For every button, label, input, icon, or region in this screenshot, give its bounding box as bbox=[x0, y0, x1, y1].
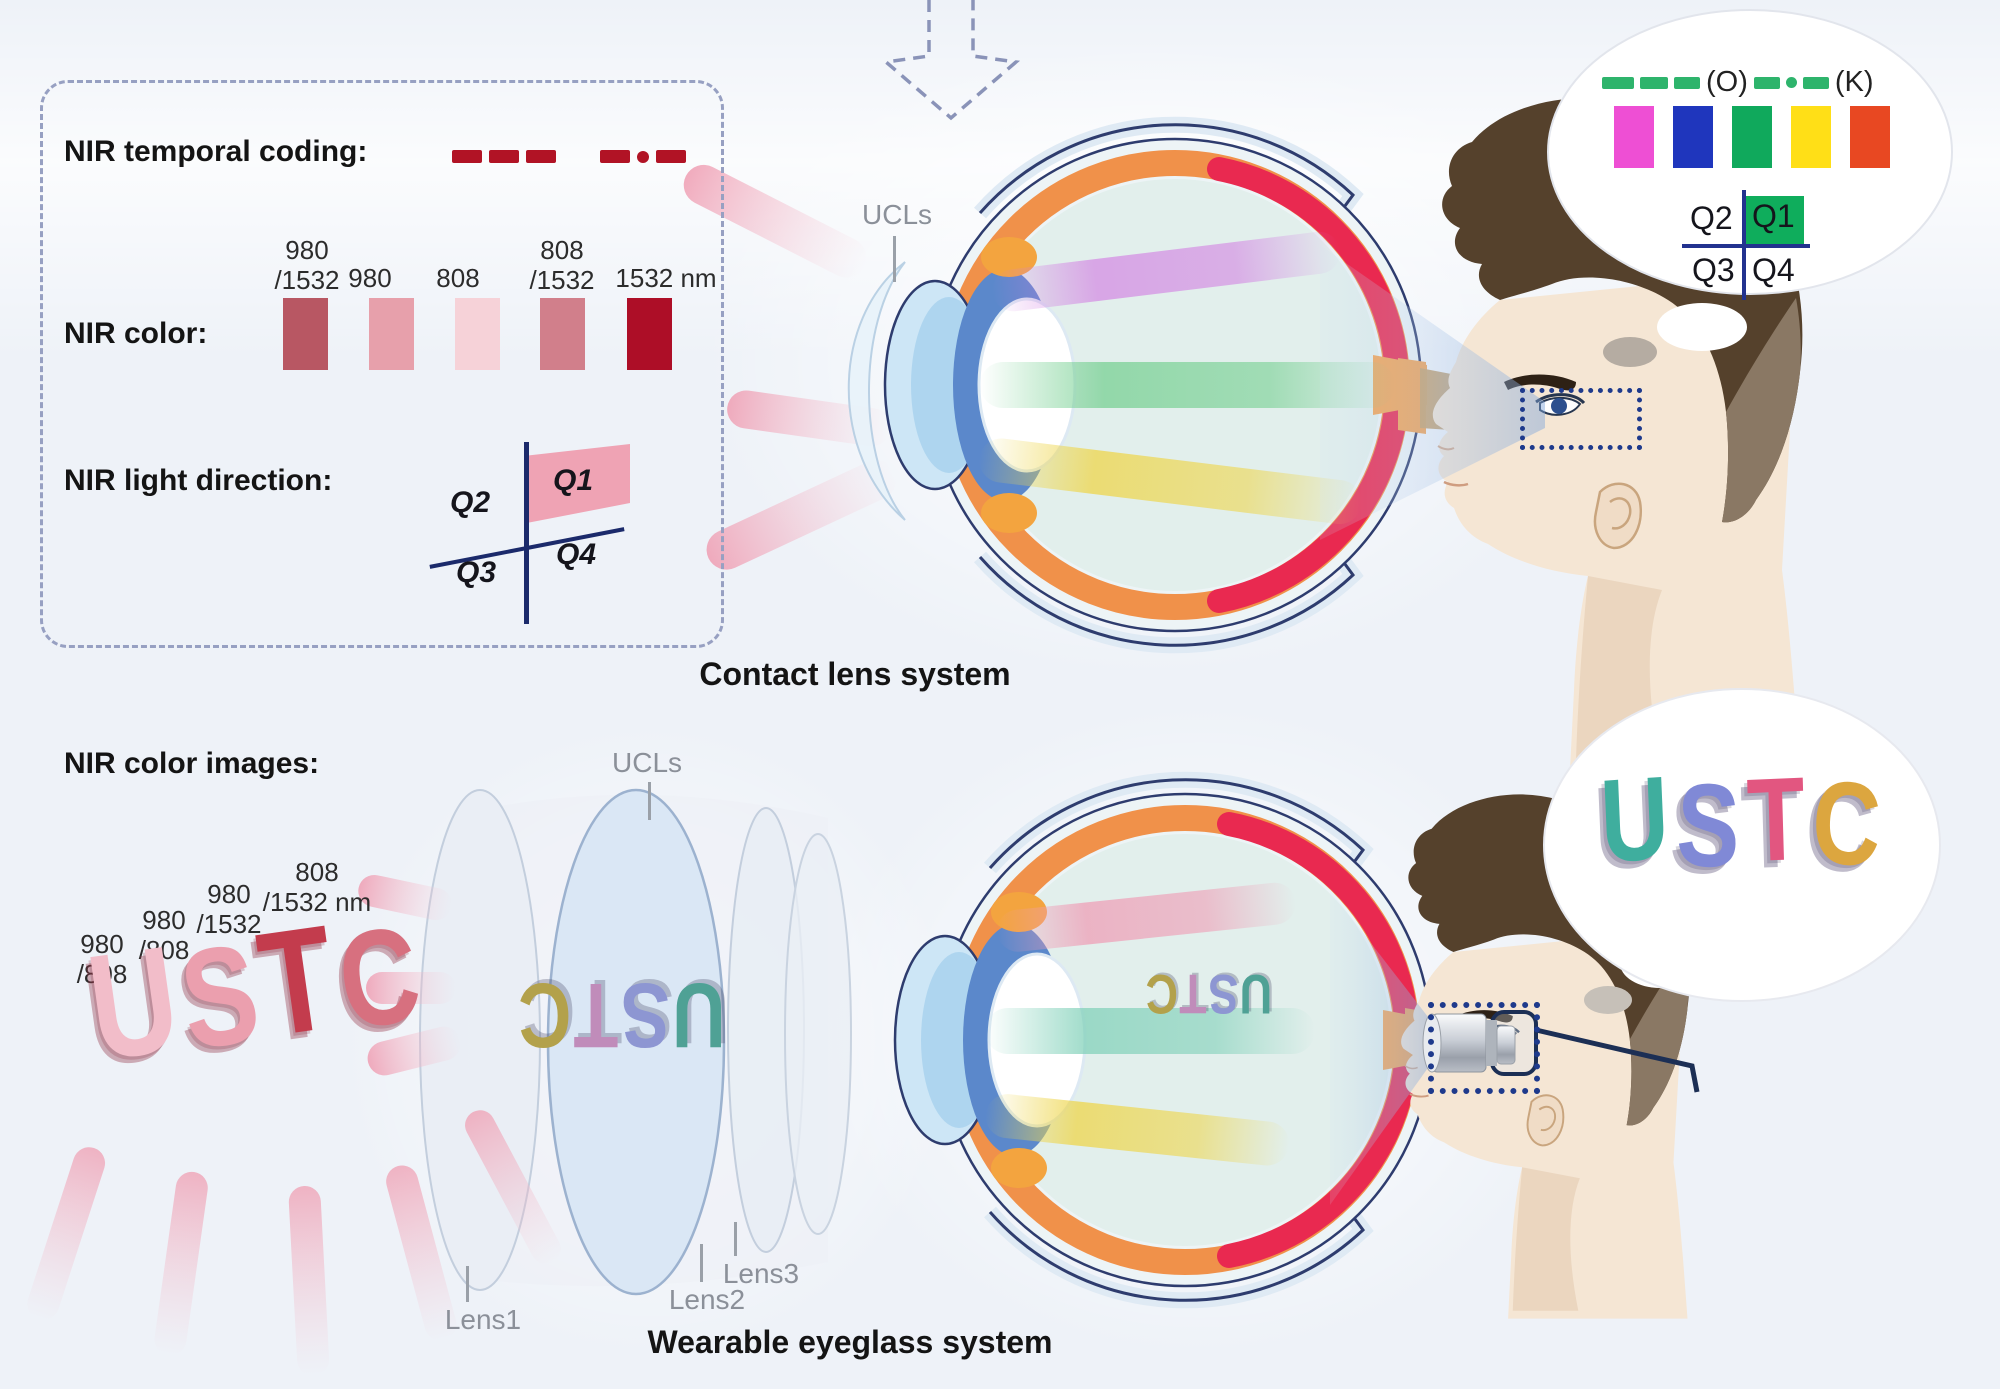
retina-image-ustc: U S T C bbox=[1145, 963, 1272, 1026]
perceived-swatch bbox=[1673, 106, 1713, 168]
lens1-pointer bbox=[466, 1266, 469, 1302]
eyeglass-lens-stack bbox=[419, 788, 852, 1296]
green-dash-icon bbox=[1674, 76, 1700, 89]
eyeglasses bbox=[1422, 1010, 1700, 1093]
wavelength-label: 980/808 bbox=[76, 929, 128, 989]
eyeglass-system-caption: Wearable eyeglass system bbox=[647, 1324, 1053, 1360]
quadrant-diagram: Q2 Q1 Q3 Q4 bbox=[420, 428, 635, 633]
vision-cone-bottom bbox=[1330, 890, 1435, 1205]
swatch-label: 808/1532 bbox=[529, 235, 595, 295]
ucls-pointer-top bbox=[893, 236, 896, 282]
green-dash-icon bbox=[1602, 76, 1634, 89]
green-dash-icon bbox=[1640, 76, 1668, 89]
lens3-label: Lens3 bbox=[722, 1258, 800, 1289]
lens3-pointer bbox=[734, 1222, 737, 1256]
lens1-label: Lens1 bbox=[444, 1304, 522, 1335]
green-dash-icon bbox=[1802, 76, 1829, 89]
grid-label-q2: Q2 bbox=[1690, 200, 1733, 236]
dash-icon bbox=[600, 150, 630, 163]
quadrant-axis-vertical bbox=[524, 442, 529, 624]
perceived-quadrant-grid: Q2 Q1 Q3 Q4 bbox=[1678, 190, 1814, 302]
perceived-swatch bbox=[1791, 106, 1831, 168]
nir-color-swatch bbox=[540, 298, 585, 370]
grid-label-q3: Q3 bbox=[1692, 252, 1735, 288]
device-focus-box-bottom bbox=[1428, 1002, 1540, 1094]
swatch-label: 1532 nm bbox=[615, 263, 717, 293]
lens2-label: Lens2 bbox=[668, 1284, 746, 1315]
dash-icon bbox=[452, 150, 482, 163]
nir-color-swatch bbox=[455, 298, 500, 370]
nir-color-swatch bbox=[283, 298, 328, 370]
green-dash-icon bbox=[1753, 76, 1780, 89]
swatch-label: 808 bbox=[436, 263, 480, 293]
perceived-color-swatches bbox=[1614, 106, 1890, 168]
ucls-lens bbox=[546, 788, 726, 1296]
quadrant-label-q4: Q4 bbox=[556, 538, 597, 571]
nir-source-rays bbox=[27, 874, 561, 1376]
quadrant-label-q3: Q3 bbox=[456, 556, 497, 589]
green-dot-icon bbox=[1785, 77, 1797, 88]
quadrant-label-q1: Q1 bbox=[553, 464, 594, 497]
nir-color-label: NIR color: bbox=[64, 317, 208, 350]
contact-lens bbox=[847, 261, 906, 521]
swatch-label: 980/1532 bbox=[274, 235, 340, 295]
nir-color-images-label: NIR color images: bbox=[64, 747, 320, 780]
bubble-legend: (O) (K) bbox=[1602, 66, 1874, 99]
temporal-code-K bbox=[600, 150, 686, 163]
perceived-swatch bbox=[1850, 106, 1890, 168]
swatch-label: 980 bbox=[348, 263, 392, 293]
eye-focus-box-top bbox=[1520, 388, 1642, 450]
dot-icon bbox=[637, 150, 649, 163]
ucls-label-top: UCLs bbox=[862, 199, 933, 230]
contact-system-caption: Contact lens system bbox=[699, 656, 1011, 692]
dash-icon bbox=[526, 150, 556, 163]
lens3 bbox=[784, 833, 852, 1235]
encoding-legend-box bbox=[40, 80, 724, 648]
grid-label-q1: Q1 bbox=[1752, 198, 1795, 234]
nir-color-swatch bbox=[627, 298, 672, 370]
down-arrow-icon bbox=[881, 0, 1021, 121]
grid-axis-horizontal bbox=[1682, 244, 1810, 248]
lens2-pointer bbox=[700, 1244, 703, 1282]
perceived-ustc: U S T C bbox=[1597, 751, 1884, 894]
perceived-swatch bbox=[1732, 106, 1772, 168]
perceived-swatch bbox=[1614, 106, 1654, 168]
quadrant-label-q2: Q2 bbox=[450, 486, 491, 519]
temporal-coding-label: NIR temporal coding: bbox=[64, 135, 368, 168]
thought-bubble-bottom bbox=[1543, 688, 1941, 1014]
ucls-pointer-bottom bbox=[648, 782, 651, 820]
grid-label-q4: Q4 bbox=[1752, 252, 1795, 288]
nir-color-swatch bbox=[369, 298, 414, 370]
ucls-label-bottom: UCLs bbox=[612, 747, 683, 778]
wavelength-label: 980/1532 bbox=[196, 879, 262, 939]
nir-incoming-beams bbox=[683, 164, 897, 570]
ucls-projected-ustc: U S T C bbox=[518, 964, 726, 1066]
legend-K-label: (K) bbox=[1834, 66, 1874, 98]
light-direction-label: NIR light direction: bbox=[64, 464, 333, 497]
temporal-code-O bbox=[452, 150, 556, 163]
vision-cone-top bbox=[1320, 245, 1545, 540]
dash-icon bbox=[656, 150, 686, 163]
q1-highlight bbox=[1744, 196, 1804, 244]
wavelength-label: 980/808 bbox=[138, 905, 190, 965]
wavelength-label: 808/1532 nm bbox=[262, 857, 372, 917]
dash-icon bbox=[489, 150, 519, 163]
legend-O-label: (O) bbox=[1706, 66, 1748, 98]
